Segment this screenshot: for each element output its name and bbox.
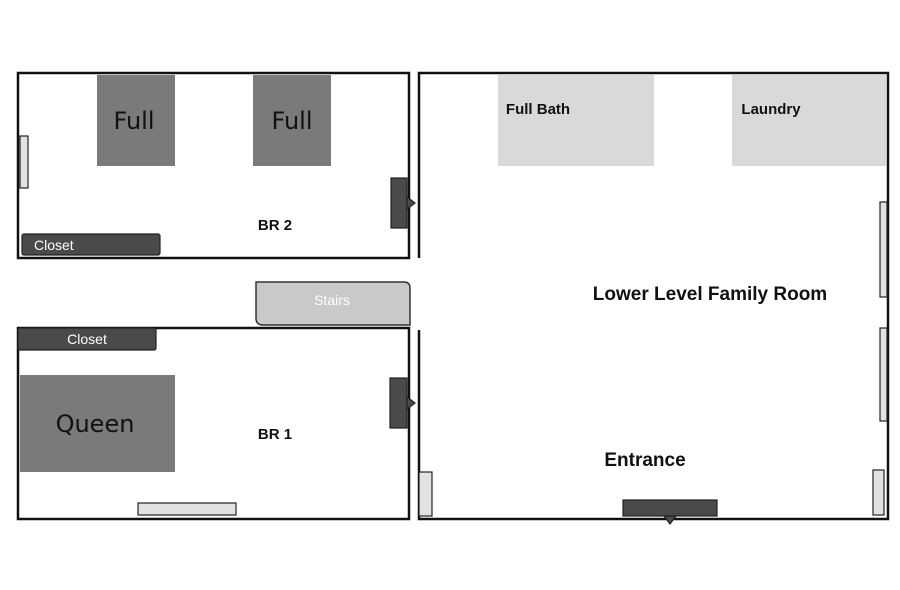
room-br2: Full Full Closet BR 2 <box>16 71 416 260</box>
br1-window <box>137 502 237 516</box>
entrance-door[interactable] <box>622 499 718 517</box>
family-window-lower <box>879 327 888 422</box>
br2-closet-label: Closet <box>34 237 74 253</box>
stairs[interactable]: Stairs <box>255 281 411 326</box>
laundry <box>732 75 886 166</box>
br2-window <box>19 135 29 189</box>
entrance-arrow-icon <box>662 515 678 525</box>
entrance-label: Entrance <box>604 450 685 471</box>
room-br1: Closet Queen BR 1 <box>16 326 416 521</box>
family-window-left <box>418 471 433 517</box>
br1-label: BR 1 <box>258 426 292 443</box>
br2-bed-right-label: Full <box>271 107 312 135</box>
br2-door[interactable] <box>390 177 408 229</box>
family-window-corner <box>872 469 885 516</box>
stairs-shape[interactable] <box>255 281 411 326</box>
br1-door-arrow-icon <box>406 395 416 411</box>
br2-bed-left <box>97 75 175 166</box>
full-bath <box>498 75 654 166</box>
br2-door-arrow-icon <box>406 195 416 211</box>
br2-bed-left-label: Full <box>113 107 154 135</box>
family-room-label: Lower Level Family Room <box>593 284 827 305</box>
br1-door[interactable] <box>389 377 408 429</box>
br2-label: BR 2 <box>258 217 292 234</box>
br2-walls <box>16 71 411 260</box>
full-bath-label: Full Bath <box>506 101 570 118</box>
br2-closet[interactable] <box>21 233 161 256</box>
br2-bed-right <box>253 75 331 166</box>
family-window-upper <box>879 201 888 298</box>
stairs-label: Stairs <box>314 292 350 308</box>
br1-closet[interactable] <box>17 327 157 351</box>
laundry-label: Laundry <box>741 101 801 118</box>
room-family: Full Bath Laundry Lower Level Family Roo… <box>417 71 890 525</box>
br1-walls <box>16 326 411 521</box>
br1-bed <box>20 375 175 472</box>
br1-bed-label: Queen <box>56 410 135 438</box>
br1-closet-label: Closet <box>67 331 107 347</box>
